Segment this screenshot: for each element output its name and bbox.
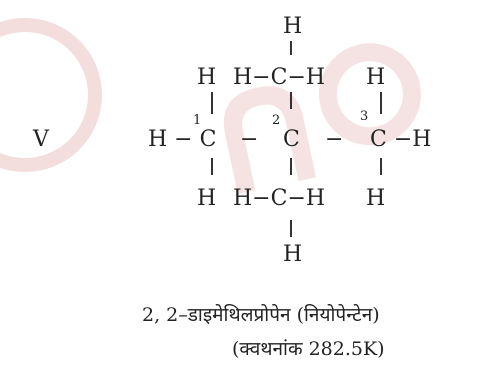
boiling-point: (क्वथनांक 282.5K) [232,338,385,360]
bond-1-2: − [240,127,259,152]
row1-hydrogen-left: H [197,65,217,90]
bond-2-3: − [325,127,344,152]
bottom-hydrogen: H [283,242,303,267]
bond-vertical-top [290,41,292,55]
row1-methyl-group: H−C−H [233,65,326,90]
bond-vertical-1-upper [211,92,213,114]
bond-vertical-3-upper [380,92,382,114]
bond-vertical-2-lower [290,158,292,175]
row1-hydrogen-right: H [366,65,386,90]
carbon-1-group: H − C [148,127,217,152]
carbon-2: C [283,127,300,152]
bond-vertical-bottom [290,220,292,237]
carbon-number-2: 2 [272,113,281,128]
row3-hydrogen-left: H [197,186,217,211]
item-label: V [33,127,49,152]
bond-vertical-3-lower [380,158,382,175]
compound-name: 2, 2–डाइमेथिलप्रोपेन (नियोपेन्टेन) [142,304,380,326]
row3-hydrogen-right: H [366,186,386,211]
top-hydrogen: H [283,14,303,39]
carbon-number-1: 1 [193,113,202,128]
carbon-3-group: C −H [370,127,432,152]
bond-vertical-2-upper [290,92,292,109]
row3-methyl-group: H−C−H [233,186,326,211]
bond-vertical-1-lower [211,158,213,175]
carbon-number-3: 3 [360,109,369,124]
